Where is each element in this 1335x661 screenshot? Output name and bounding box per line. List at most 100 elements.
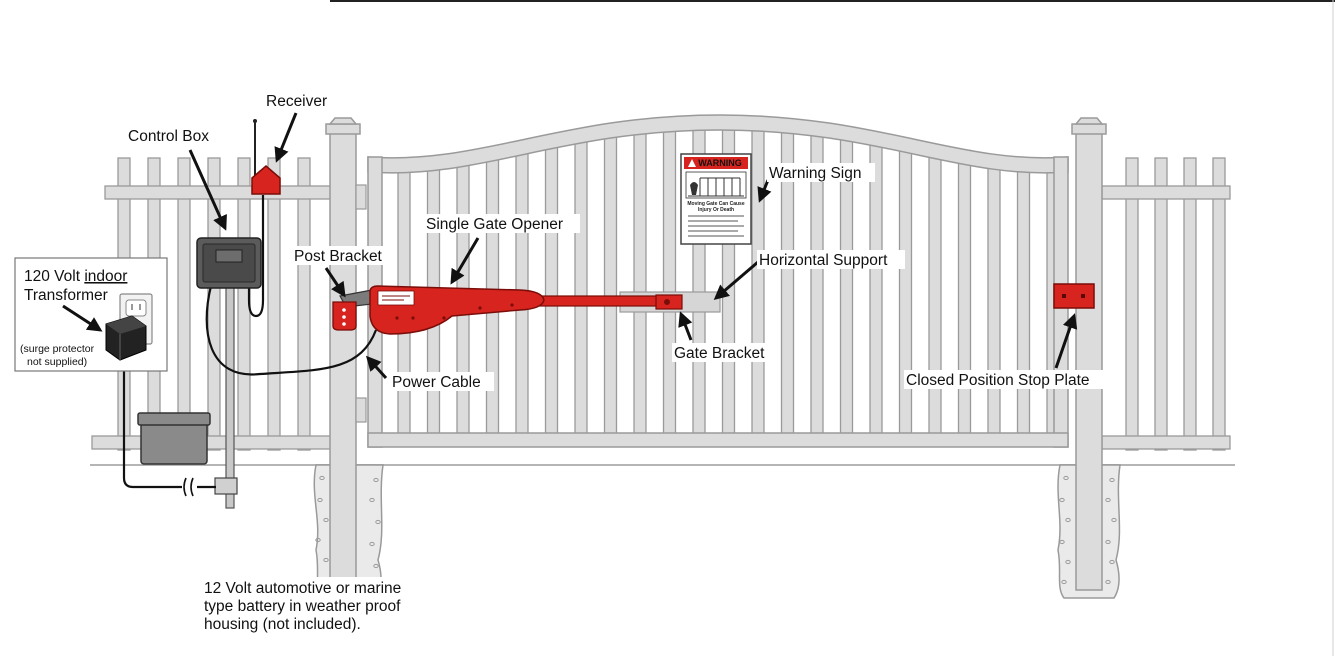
footing-stone: [319, 475, 325, 481]
receiver-cable: [247, 195, 265, 318]
footing-stone: [1109, 559, 1115, 565]
power-cable: [205, 285, 378, 376]
footing-stone: [1111, 517, 1117, 523]
power-cable-arrow: [365, 355, 388, 380]
footing-stone: [373, 477, 379, 483]
transformer-cable: [122, 362, 182, 489]
footing-stone: [323, 557, 329, 563]
callout-labels: Receiver Control Box Post Bracket Single…: [126, 91, 1110, 633]
single-gate-opener-arrow: [450, 237, 480, 285]
battery-note-line1: 12 Volt automotive or marine: [204, 580, 401, 597]
fence-picket: [297, 157, 311, 451]
footing-stone: [369, 541, 375, 547]
leader-arrows: [62, 112, 1078, 380]
footing-stone: [1061, 579, 1067, 585]
power-cable-label: Power Cable: [392, 374, 481, 391]
transformer-arrow: [62, 304, 103, 332]
fence-picket: [1183, 157, 1197, 451]
gate-picket: [928, 144, 942, 441]
gate-bottom-rail: [367, 432, 1069, 448]
fence-rail: [1101, 185, 1231, 200]
footing-stone: [1065, 559, 1071, 565]
warning-sign-label: Warning Sign: [769, 165, 861, 182]
gate-picket: [574, 133, 588, 441]
control-box-pole: [225, 269, 235, 509]
upper-hinge: [355, 184, 367, 210]
control-box: [196, 237, 262, 289]
warning-sign-fine-print: [688, 215, 744, 237]
footing-stone: [1065, 517, 1071, 523]
fence-picket: [267, 157, 281, 451]
single-gate-opener-label: Single Gate Opener: [426, 216, 563, 233]
fence-rail: [104, 185, 332, 200]
power-cables: [122, 195, 378, 489]
footing-stone: [1105, 497, 1111, 503]
transformer-inset: 120 Volt indoor Transformer (surge prote…: [14, 257, 168, 372]
gate-picket: [603, 129, 618, 441]
gate-bracket-label: Gate Bracket: [674, 345, 765, 362]
opener-decal: [377, 290, 415, 306]
gate-bracket-arrow: [678, 311, 693, 341]
warning-sign-subtitle-2: Injury Or Death: [698, 207, 734, 213]
footing-stone: [375, 519, 381, 525]
receiver-label: Receiver: [266, 93, 327, 110]
warning-sign-header: WARNING: [698, 158, 742, 168]
control-box-label: Control Box: [128, 128, 209, 145]
lower-hinge: [355, 397, 367, 423]
closed-position-stop-plate-label: Closed Position Stop Plate: [906, 372, 1090, 389]
footing-stone: [317, 497, 323, 503]
footing-stone: [373, 563, 379, 569]
footing-stone: [323, 517, 329, 523]
footing-stone: [1059, 497, 1065, 503]
battery-housing: [137, 412, 211, 465]
transformer-label-line1: 120 Volt indoor: [24, 268, 127, 285]
footing-stone: [1109, 477, 1115, 483]
footing-stone: [315, 537, 321, 543]
stop-plate-arrow: [1054, 313, 1078, 369]
footing-stone: [1059, 539, 1065, 545]
gate-picket: [544, 138, 559, 441]
right-fence: [1101, 157, 1231, 451]
warning-sign-arrow: [757, 179, 772, 203]
receiver-arrow: [274, 112, 298, 163]
power-adapter-icon: [105, 315, 147, 361]
gate-picket: [987, 154, 1001, 441]
post-bracket: [332, 301, 357, 331]
cable-break-symbol: [183, 477, 194, 497]
footing-stone: [1105, 579, 1111, 585]
control-box-arrow: [188, 149, 227, 231]
fence-picket: [1125, 157, 1139, 451]
gate-picket: [898, 139, 913, 441]
fence-picket: [1154, 157, 1168, 451]
fence-picket: [177, 157, 191, 451]
footing-stone: [1105, 539, 1111, 545]
battery-note-line2: type battery in weather proof: [204, 598, 401, 615]
post-bracket-label: Post Bracket: [294, 248, 383, 265]
gate-picket: [662, 124, 677, 441]
horizontal-support-label: Horizontal Support: [759, 252, 888, 269]
transformer-label-line2: Transformer: [24, 287, 108, 304]
gate-picket: [957, 149, 972, 441]
warning-sign-subtitle-1: Moving Gate Can Cause: [687, 201, 744, 207]
battery-note-line3: housing (not included).: [204, 616, 361, 633]
gate-picket: [1016, 160, 1031, 441]
gate-picket: [751, 123, 765, 441]
fence-picket: [1212, 157, 1226, 451]
receiver: [251, 119, 281, 195]
fence-rail: [1101, 435, 1231, 450]
footing-stone: [1063, 475, 1069, 481]
wire-junction: [214, 477, 238, 495]
horizontal-support-arrow: [713, 260, 759, 300]
surge-protector-note-1: (surge protector: [20, 343, 95, 355]
footing-stone: [369, 497, 375, 503]
single-gate-opener: [339, 285, 683, 335]
post-bracket-arrow: [324, 267, 346, 298]
gate-picket: [633, 126, 647, 441]
warning-sign: WARNING Moving Gate Can Cause Injury Or …: [680, 153, 752, 245]
fence-rail: [91, 435, 332, 450]
stop-plate-bolt: [1062, 294, 1066, 298]
right-post: [1071, 117, 1107, 591]
surge-protector-note-2: not supplied): [27, 356, 87, 368]
